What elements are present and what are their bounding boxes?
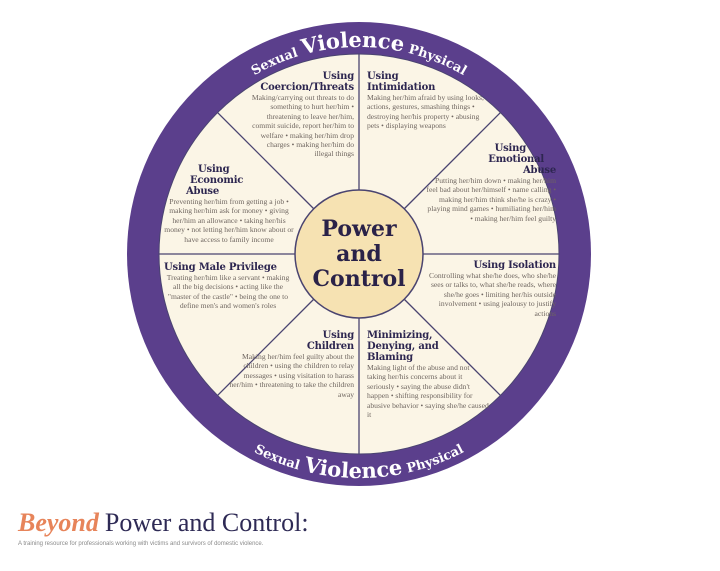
section-title: Using Isolation (473, 260, 556, 271)
section-economic-abuse: Using Economic Abuse Preventing her/him … (164, 164, 294, 244)
section-title: Abuse (186, 186, 220, 197)
section-isolation: Using Isolation Controlling what she/he … (426, 260, 556, 318)
section-body: Making light of the abuse and not taking… (367, 363, 489, 420)
section-title: Using Male Privilege (164, 262, 277, 273)
section-body: Making/carrying out threats to do someth… (251, 93, 354, 159)
section-title: Using (367, 71, 399, 82)
section-title: Abuse (522, 165, 556, 176)
section-minimizing-denying-blaming: Minimizing, Denying, and Blaming Making … (367, 330, 489, 419)
hub-title: Power and Control (294, 189, 424, 319)
section-body: Preventing her/him from getting a job • … (164, 197, 294, 244)
section-title: Using (198, 164, 230, 175)
footer-subtitle: A training resource for professionals wo… (18, 541, 264, 547)
section-male-privilege: Using Male Privilege Treating her/him li… (164, 262, 292, 311)
footer-heading: Power and Control: (104, 508, 309, 537)
section-title: Denying, and (367, 341, 439, 352)
section-body: Treating her/him like a servant • making… (166, 273, 290, 311)
hub-line: Control (312, 265, 406, 292)
section-emotional-abuse: Using Emotional Abuse Putting her/him do… (426, 143, 556, 223)
section-title: Minimizing, (367, 330, 433, 341)
section-title: Using (494, 143, 527, 154)
hub-line: Power (321, 215, 397, 242)
section-coercion-threats: Using Coercion/Threats Making/carrying o… (250, 71, 354, 159)
section-title: Economic (190, 175, 244, 186)
section-intimidation: Using Intimidation Making her/him afraid… (367, 71, 489, 131)
section-title: Coercion/Threats (260, 82, 354, 93)
section-title: Using (322, 71, 355, 82)
section-title: Emotional (488, 154, 544, 165)
section-title: Using (322, 330, 355, 341)
brand-logo-text: Beyond (18, 508, 99, 537)
hub-circle (294, 189, 424, 319)
hub-line: and (336, 240, 382, 267)
section-title: Blaming (367, 352, 413, 363)
section-title: Children (306, 341, 354, 352)
spoke-line (217, 112, 315, 210)
section-body: Putting her/him down • making her/him fe… (426, 176, 556, 223)
spoke-line (403, 112, 501, 210)
section-children: Using Children Making her/him feel guilt… (228, 330, 354, 399)
section-body: Making her/him feel guilty about the chi… (229, 352, 354, 399)
spoke-line (217, 298, 315, 396)
spoke-dividers (159, 54, 559, 454)
section-title: Intimidation (367, 82, 436, 93)
spoke-line (403, 298, 501, 396)
section-body: Making her/him afraid by using looks, ac… (367, 93, 484, 131)
section-body: Controlling what she/he does, who she/he… (429, 271, 556, 318)
